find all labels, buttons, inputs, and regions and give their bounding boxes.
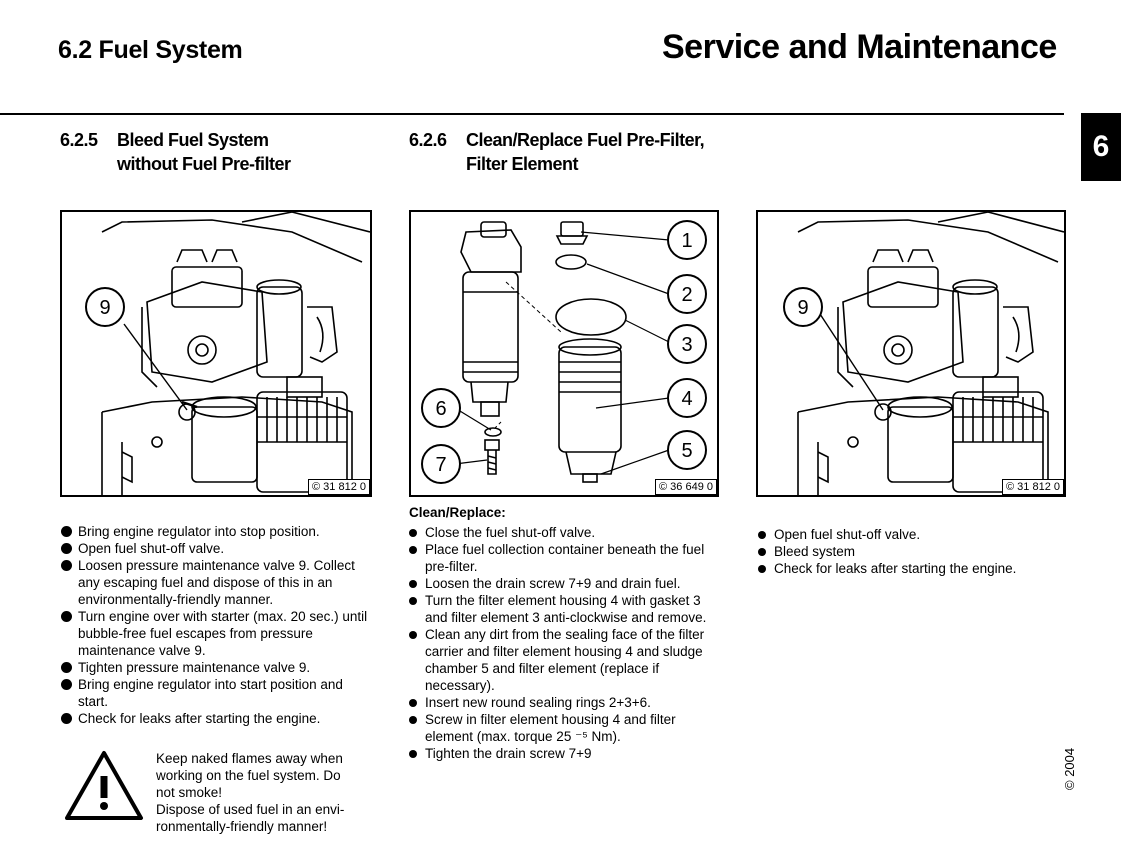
engine-figure-left: 9 © 31 812 0 [60, 210, 372, 497]
list-item: Open fuel shut-off valve. [60, 540, 372, 557]
callout-3: 3 [681, 334, 692, 356]
subsection-title-line1: Clean/Replace Fuel Pre-Filter, [466, 130, 705, 150]
list-item: Place fuel collection container beneath … [407, 541, 719, 575]
list-item: Clean any dirt from the sealing face of … [407, 626, 719, 694]
copyright-notice: © 2004 [1062, 747, 1077, 790]
callout-5: 5 [681, 440, 692, 462]
subsection-title-line2: Filter Element [466, 154, 579, 174]
engine-illustration: 9 [85, 212, 370, 495]
warning-triangle-icon [65, 751, 143, 820]
list-item: Close the fuel shut-off valve. [407, 524, 719, 541]
header-divider [0, 113, 1064, 115]
chapter-tab: 6 [1081, 113, 1121, 181]
subsection-title-line1: Bleed Fuel System [117, 130, 269, 150]
clean-replace-caption: Clean/Replace: [409, 505, 506, 520]
list-item: Bring engine regulator into start positi… [60, 676, 372, 710]
subsection-heading-bleed: 6.2.5 Bleed Fuel System without Fuel Pre-… [60, 128, 291, 176]
list-item: Turn the filter element housing 4 with g… [407, 592, 719, 626]
bleed-system-steps-list: Open fuel shut-off valve. Bleed system C… [756, 526, 1068, 577]
warning-line: working on the fuel system. Do [156, 768, 341, 783]
callout-2: 2 [681, 284, 692, 306]
warning-block: Keep naked flames away when working on t… [60, 742, 372, 842]
list-item: Tighten the drain screw 7+9 [407, 745, 719, 762]
list-item: Tighten pressure maintenance valve 9. [60, 659, 372, 676]
list-item: Open fuel shut-off valve. [756, 526, 1068, 543]
filter-figure: 1 2 3 4 5 6 7 © 36 649 0 [409, 210, 719, 497]
subsection-number: 6.2.5 [60, 130, 98, 150]
subsection-title-line2: without Fuel Pre-filter [117, 154, 291, 174]
engine-figure-right: 9 © 31 812 0 [756, 210, 1066, 497]
bleed-steps-list: Bring engine regulator into stop positio… [60, 523, 372, 727]
figure-id: © 31 812 0 [308, 479, 370, 495]
list-item: Loosen pressure maintenance valve 9. Col… [60, 557, 372, 608]
list-item: Check for leaks after starting the engin… [756, 560, 1068, 577]
warning-line: ronmentally-friendly manner! [156, 819, 328, 834]
figure-id: © 36 649 0 [655, 479, 717, 495]
warning-text: Keep naked flames away when working on t… [156, 750, 376, 835]
clean-replace-steps-list: Close the fuel shut-off valve. Place fue… [407, 524, 719, 762]
list-item: Check for leaks after starting the engin… [60, 710, 372, 727]
list-item: Bring engine regulator into stop positio… [60, 523, 372, 540]
callout-6: 6 [435, 398, 446, 420]
chapter-title: Service and Maintenance [662, 28, 1057, 66]
filter-exploded-illustration: 1 2 3 4 5 6 7 [421, 220, 707, 484]
list-item: Insert new round sealing rings 2+3+6. [407, 694, 719, 711]
warning-line: Keep naked flames away when [156, 751, 343, 766]
figure-id: © 31 812 0 [1002, 479, 1064, 495]
subsection-number: 6.2.6 [409, 130, 447, 150]
engine-illustration: 9 [783, 212, 1064, 495]
callout-7: 7 [435, 454, 446, 476]
callout-9: 9 [797, 297, 808, 319]
warning-line: Dispose of used fuel in an envi- [156, 802, 345, 817]
subsection-heading-clean: 6.2.6 Clean/Replace Fuel Pre-Filter, Filt… [409, 128, 705, 176]
callout-9: 9 [99, 297, 110, 319]
section-title: 6.2 Fuel System [58, 36, 243, 64]
callout-1: 1 [681, 230, 692, 252]
warning-line: not smoke! [156, 785, 223, 800]
callout-4: 4 [681, 388, 692, 410]
list-item: Bleed system [756, 543, 1068, 560]
list-item: Screw in filter element housing 4 and fi… [407, 711, 719, 745]
list-item: Loosen the drain screw 7+9 and drain fue… [407, 575, 719, 592]
list-item: Turn engine over with starter (max. 20 s… [60, 608, 372, 659]
